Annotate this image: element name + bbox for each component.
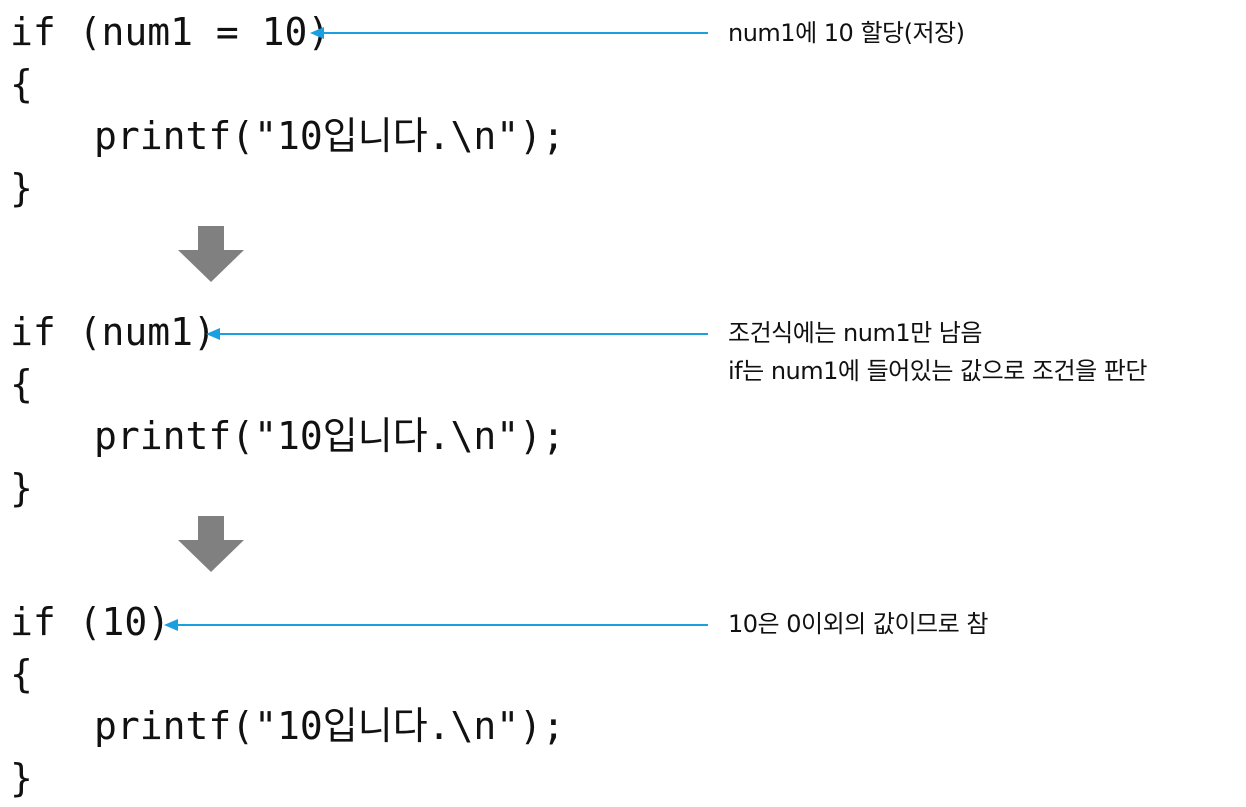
code-line-open-brace: { [10,62,33,106]
code-line-printf: printf("10입니다.\n"); [94,704,565,748]
code-line-printf: printf("10입니다.\n"); [94,114,565,158]
code-line-if: if (10) [10,600,171,644]
note-text: 10은 0이외의 값이므로 참 [728,610,988,638]
arrow-left-icon [310,27,324,39]
annotation-arrow-step-2 [218,333,708,335]
code-line-close-brace: } [10,756,33,800]
arrow-left-icon [206,328,220,340]
code-block-step-2: if (num1) { printf("10입니다.\n"); } [10,306,565,514]
code-block-step-3: if (10) { printf("10입니다.\n"); } [10,596,565,804]
code-line-printf: printf("10입니다.\n"); [94,414,565,458]
annotation-arrow-step-3 [176,624,708,626]
code-block-step-1: if (num1 = 10) { printf("10입니다.\n"); } [10,6,565,214]
code-line-open-brace: { [10,362,33,406]
code-line-open-brace: { [10,652,33,696]
arrow-down-icon [178,516,244,572]
code-line-if: if (num1) [10,310,216,354]
arrow-left-icon [164,619,178,631]
note-text: num1에 10 할당(저장) [728,19,965,47]
note-step-3: 10은 0이외의 값이므로 참 [728,605,988,643]
arrow-down-icon [178,226,244,282]
annotation-arrow-step-1 [322,32,708,34]
code-line-close-brace: } [10,166,33,210]
note-text: 조건식에는 num1만 남음 [728,319,982,347]
note-step-2: 조건식에는 num1만 남음 if는 num1에 들어있는 값으로 조건을 판단 [728,314,1147,390]
note-text: if는 num1에 들어있는 값으로 조건을 판단 [728,357,1147,385]
note-step-1: num1에 10 할당(저장) [728,14,965,52]
code-line-close-brace: } [10,466,33,510]
